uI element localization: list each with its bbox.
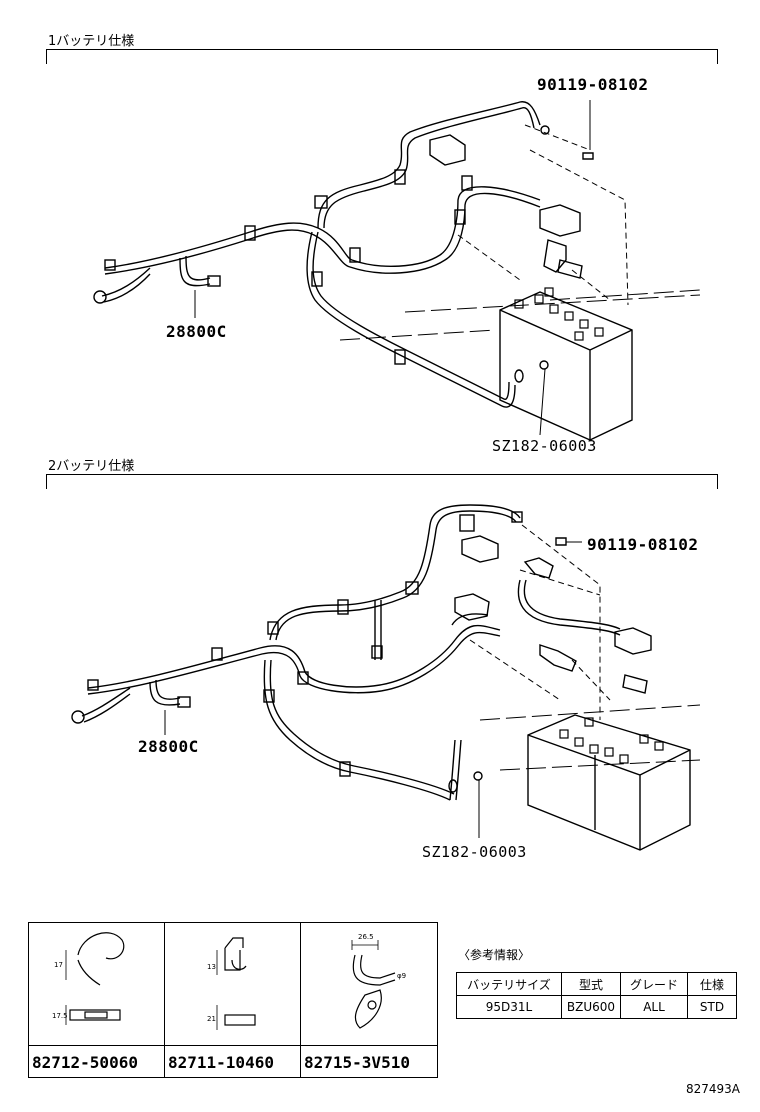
clip-panel-frame — [28, 922, 438, 1078]
clip-1-dim-b: 17.5 — [52, 1012, 68, 1020]
section-1-label: 1バッテリ仕様 — [48, 34, 135, 49]
section-1-harness-drawing — [93, 100, 701, 441]
clip-divider-2 — [300, 922, 302, 1078]
section-1-nut-part-number: SZ182-06003 — [492, 437, 597, 455]
clip-1-part-number: 82712-50060 — [32, 1053, 138, 1072]
table-header-row: バッテリサイズ 型式 グレード 仕様 — [456, 972, 737, 996]
section-2-harness-drawing — [71, 504, 701, 851]
header-spec: 仕様 — [687, 972, 737, 996]
clip-divider-1 — [164, 922, 166, 1078]
section-1-bracket — [46, 49, 718, 64]
header-grade: グレード — [620, 972, 688, 996]
clip-1-dim-a: 17 — [54, 961, 63, 969]
clip-3-dim-a: 26.5 — [358, 933, 374, 941]
section-2-harness-part-number: 28800C — [138, 737, 199, 756]
section-1-bolt-part-number: 90119-08102 — [537, 75, 649, 94]
cell-grade: ALL — [620, 995, 688, 1019]
clip-2-part-number: 82711-10460 — [168, 1053, 274, 1072]
header-battery-size: バッテリサイズ — [456, 972, 562, 996]
clip-3-part-number: 82715-3V510 — [304, 1053, 410, 1072]
cell-battery-size: 95D31L — [456, 995, 562, 1019]
figure-code: 827493A — [686, 1082, 741, 1096]
section-2-nut-part-number: SZ182-06003 — [422, 843, 527, 861]
section-2-bracket — [46, 474, 718, 489]
table-row: 95D31L BZU600 ALL STD — [456, 995, 737, 1019]
clip-drawings — [65, 932, 396, 1030]
section-2-label: 2バッテリ仕様 — [48, 459, 135, 474]
clip-2-dim-b: 21 — [207, 1015, 216, 1023]
reference-title: 〈参考情報〉 — [458, 948, 531, 962]
reference-table: バッテリサイズ 型式 グレード 仕様 95D31L BZU600 ALL STD — [456, 972, 737, 1019]
cell-spec: STD — [687, 995, 737, 1019]
section-1-harness-part-number: 28800C — [166, 322, 227, 341]
clip-divider-h — [28, 1045, 438, 1047]
clip-3-dim-b: φ9 — [397, 972, 407, 980]
header-model: 型式 — [561, 972, 621, 996]
section-2-bolt-part-number: 90119-08102 — [587, 535, 699, 554]
cell-model: BZU600 — [561, 995, 621, 1019]
clip-2-dim-a: 13 — [207, 963, 216, 971]
